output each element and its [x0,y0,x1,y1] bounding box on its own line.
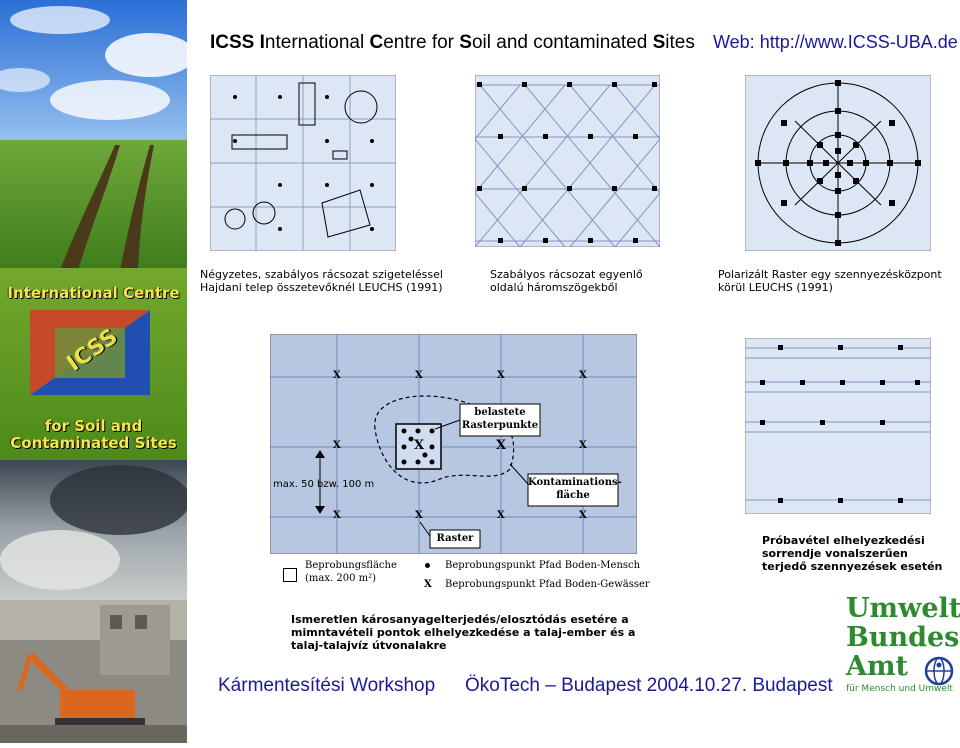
caption-square-2: Hajdani telep összetevőknél LEUCHS (1991… [200,281,443,294]
legend-x-symbol: X [424,579,432,590]
label-kontaminationsflaeche-2: fläche [556,490,590,501]
title-part: oil and contaminated [471,32,653,53]
x-mark: X [579,510,587,521]
x-mark: X [415,510,423,521]
legend-point-human: Beprobungspunkt Pfad Boden-Mensch [445,560,641,571]
uba-tagline: für Mensch und Umwelt [846,684,953,694]
title-part: S [459,32,472,53]
label-belastete-2: Rasterpunkte [461,420,539,431]
label-raster: Raster [436,533,474,544]
title-part: C [369,32,384,53]
caption-triangle-2: oldalú háromszögekből [490,281,618,294]
sidebar-photo-collage [0,0,195,743]
caption-polar-2: körül LEUCHS (1991) [718,281,833,294]
legend-dot [425,563,430,568]
title-part: I [259,32,265,53]
caption-unknown-3: talaj-talajvíz útvonalakre [291,639,447,652]
triangle-grid-diagram [475,75,660,247]
label-belastete-1: belastete [474,407,526,418]
title-part: entre for [383,32,460,53]
uba-logo-line-2: Bundes [846,622,960,653]
x-mark: X [497,510,505,521]
title-part: nternational [264,32,370,53]
title-part: CSS [215,32,260,53]
legend-area-1: Beprobungsfläche [305,560,397,571]
x-mark: X [333,440,341,451]
x-mark: X [496,438,507,453]
x-mark: X [415,370,423,381]
legend-area-square [283,568,297,582]
x-mark: X [579,370,587,381]
label-kontaminationsflaeche-1: Kontaminations- [528,477,622,488]
icss-logo [30,310,150,395]
x-mark: X [579,440,587,451]
globe-icon [924,656,954,686]
legend-point-water: Beprobungspunkt Pfad Boden-Gewässer [445,579,650,590]
caption-unknown-2: mimntavételi pontok elhelyezkedése a tal… [291,626,636,639]
x-mark: X [333,510,341,521]
caption-linear-3: terjedő szennyezések esetén [762,560,943,573]
sidebar-label-top: International Centre [7,284,180,302]
polar-grid-diagram [745,75,931,251]
caption-unknown-1: Ismeretlen károsanyagelterjedés/elosztód… [291,613,629,626]
raster-diagram: X X X X X X X X X X X X belastete Raster… [269,333,638,555]
caption-polar-1: Polarizált Raster egy szennyezésközpont [718,268,942,281]
x-mark: X [333,370,341,381]
linear-grid-diagram [745,338,931,514]
caption-linear-2: sorrendje vonalszerűen [762,547,908,560]
uba-logo-line-3: Amt [846,651,908,682]
title-part: S [652,32,666,53]
header-title: ICSS International Centre for Soil and c… [210,32,695,54]
x-mark: X [414,438,425,453]
square-grid-diagram [210,75,396,251]
raster-diagram-graphic [269,333,638,555]
legend-area-2: (max. 200 m²) [305,573,377,584]
title-part: ites [665,32,695,53]
caption-triangle-1: Szabályos rácsozat egyenlő [490,268,643,281]
caption-linear-1: Próbavétel elhelyezkedési [762,534,925,547]
x-mark: X [497,370,505,381]
caption-square-1: Négyzetes, szabályos rácsozat szigetelés… [200,268,443,281]
footer-event: ÖkoTech – Budapest 2004.10.27. Budapest [465,675,833,696]
header-web-link[interactable]: Web: http://www.ICSS-UBA.de [713,32,958,52]
footer-workshop: Kármentesítési Workshop [218,675,436,696]
uba-logo-line-1: Umwelt [846,593,960,624]
sidebar-label-bottom-2: Contaminated Sites [10,434,177,452]
sidebar-label-bottom-1: for Soil and [44,417,143,435]
label-distance: max. 50 bzw. 100 m [273,479,375,490]
title-part: I [210,32,216,53]
sidebar: International Centre ICSS for Soil and C… [0,0,195,743]
